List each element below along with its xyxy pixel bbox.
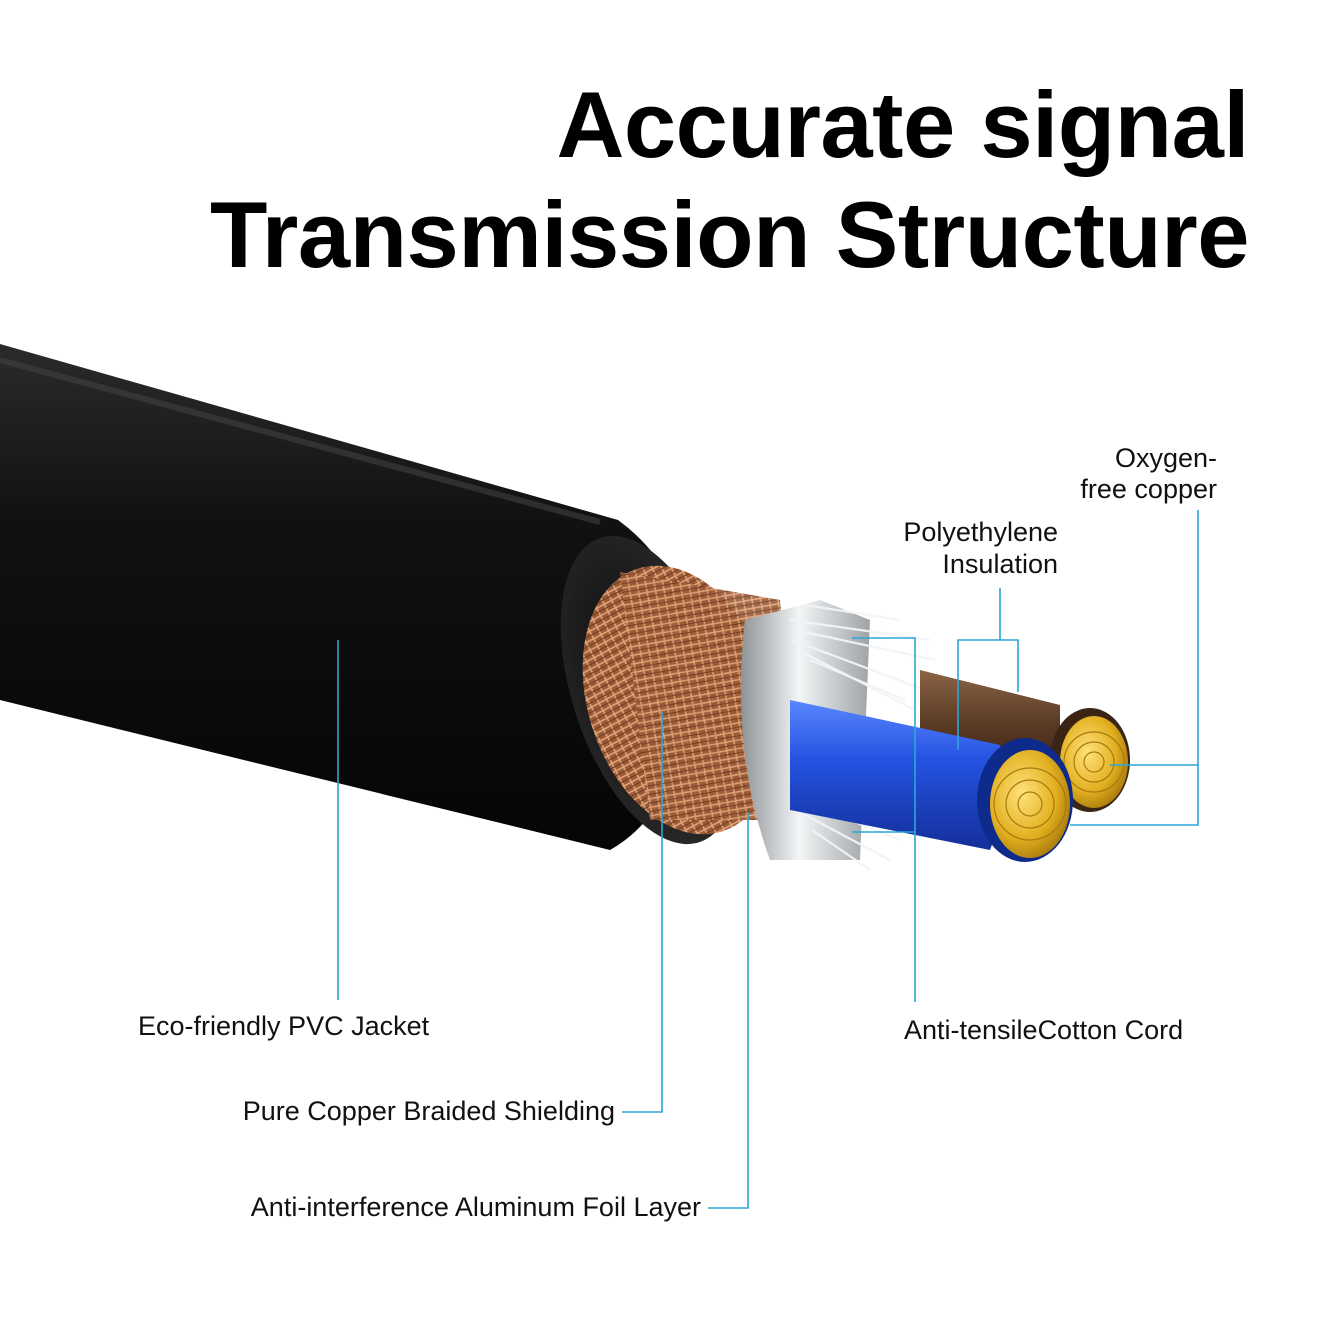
title-line-2: Transmission Structure bbox=[210, 182, 1249, 287]
leader-foil-layer bbox=[708, 812, 749, 1209]
blue-conductor bbox=[790, 700, 1073, 862]
label-oxygen-copper-1: Oxygen- bbox=[1114, 443, 1217, 473]
label-cotton-cord: Anti-tensileCotton Cord bbox=[904, 1015, 1184, 1045]
label-oxygen-copper-2: free copper bbox=[1080, 474, 1217, 504]
label-polyethylene-1: Polyethylene bbox=[903, 517, 1058, 547]
label-polyethylene-2: Insulation bbox=[942, 549, 1058, 579]
label-foil-layer: Anti-interference Aluminum Foil Layer bbox=[250, 1192, 701, 1222]
leader-oxygen-copper bbox=[1070, 510, 1199, 826]
leader-polyethylene bbox=[957, 588, 1019, 750]
title-line-1: Accurate signal bbox=[556, 72, 1249, 177]
leader-cotton-cord bbox=[852, 637, 916, 1002]
leader-braided-shield bbox=[622, 712, 663, 1113]
label-braided-shield: Pure Copper Braided Shielding bbox=[242, 1096, 615, 1126]
label-pvc-jacket: Eco-friendly PVC Jacket bbox=[138, 1011, 430, 1041]
leader-lines bbox=[337, 510, 1199, 1209]
